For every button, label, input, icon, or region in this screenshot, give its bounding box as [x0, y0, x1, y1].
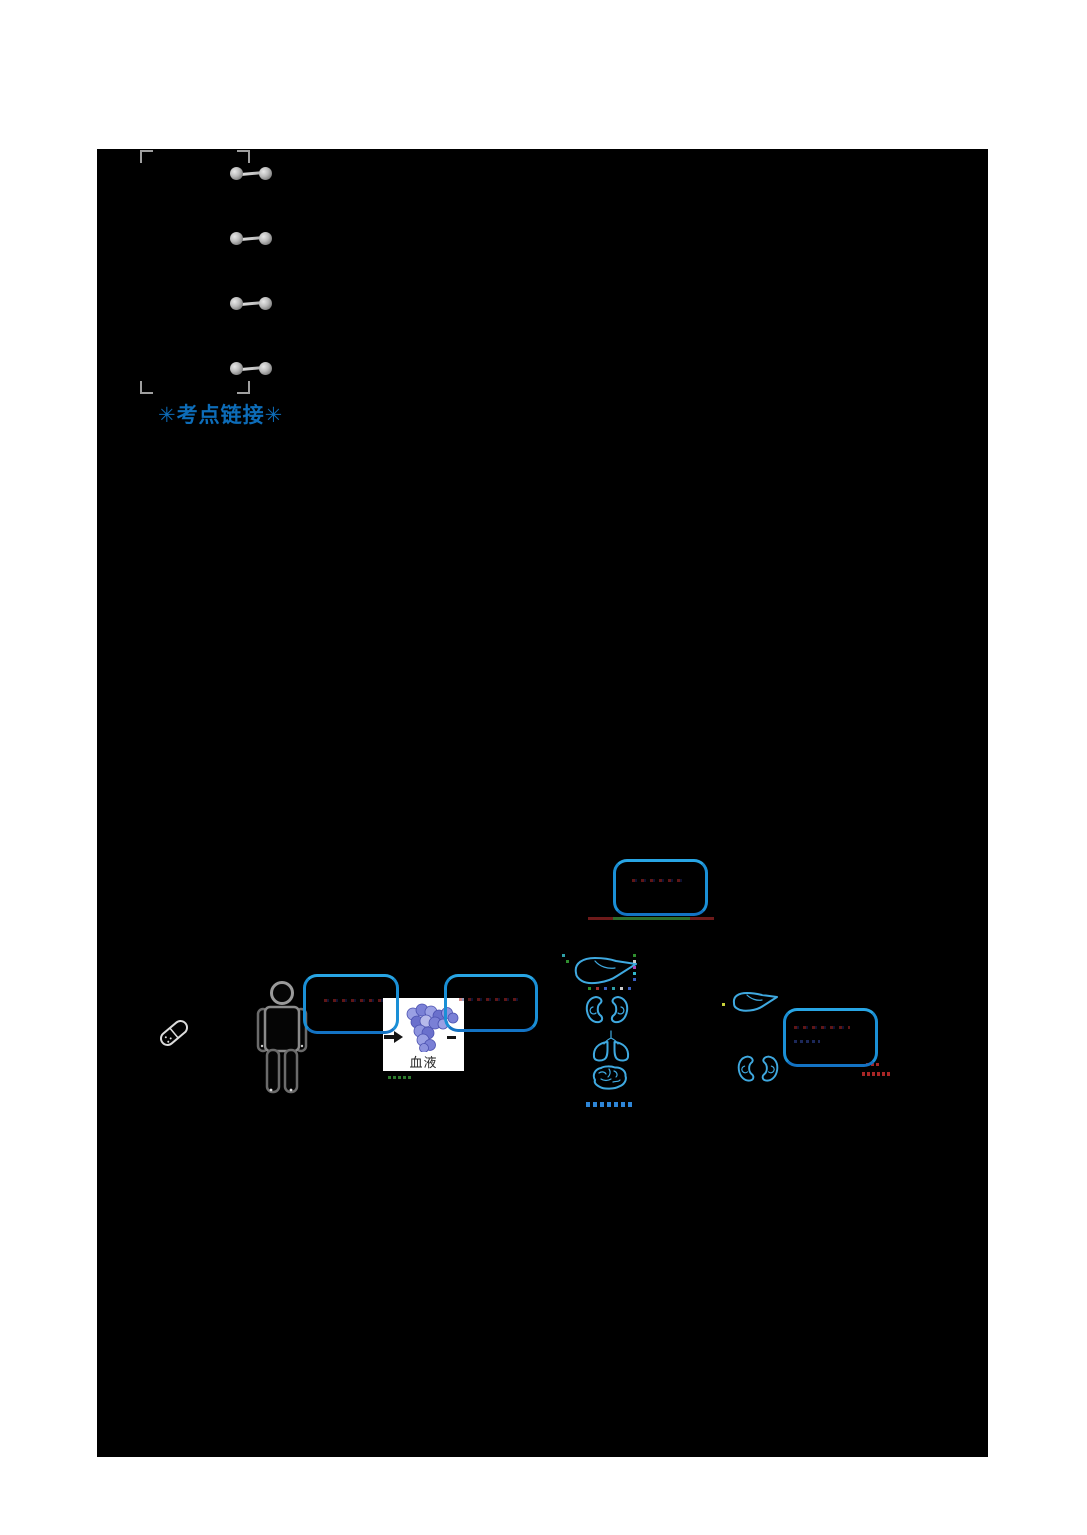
speck — [633, 960, 636, 963]
flow-box-right — [783, 1008, 878, 1067]
blood-label: 血液 — [409, 1056, 438, 1071]
document-page: ✳考点链接✳ — [97, 149, 988, 1457]
underline-green-segment — [613, 917, 690, 920]
ring-hole-icon — [230, 166, 243, 180]
green-underline-mark — [388, 1076, 412, 1079]
kidneys-small-icon — [737, 1055, 779, 1082]
text-remnant — [794, 1026, 850, 1029]
liver-icon — [574, 957, 637, 985]
text-remnant — [459, 998, 521, 1001]
binder-ring — [227, 295, 299, 311]
text-remnant-red — [862, 1072, 890, 1076]
lungs-icon — [592, 1030, 630, 1062]
binder-ring — [227, 165, 299, 181]
capsule-icon — [159, 1020, 189, 1046]
speck — [722, 1003, 725, 1006]
ring-hole-icon — [259, 166, 272, 180]
flow-box-middle — [444, 974, 538, 1032]
arrow-stub — [447, 1036, 456, 1039]
liver-small-icon — [732, 992, 778, 1012]
molecule-icon — [406, 1003, 459, 1052]
section-heading: ✳考点链接✳ — [158, 403, 284, 427]
speck — [633, 972, 636, 975]
speck — [633, 954, 636, 957]
flow-box-top — [613, 859, 708, 916]
corner-mark-bottom-right — [237, 381, 250, 394]
text-remnant — [632, 879, 684, 882]
text-remnant-red — [866, 1063, 881, 1066]
ring-hole-icon — [259, 231, 272, 245]
text-remnant — [586, 1102, 632, 1107]
ring-hole-icon — [230, 231, 243, 245]
speck — [566, 960, 569, 963]
flow-box-left — [303, 974, 399, 1034]
kidneys-icon — [585, 996, 629, 1024]
binder-ring — [227, 230, 299, 246]
ring-hole-icon — [259, 296, 272, 310]
brain-icon — [592, 1065, 627, 1090]
corner-mark-bottom-left — [140, 381, 153, 394]
text-remnant — [794, 1040, 820, 1043]
underline-red-segment — [588, 917, 613, 920]
speck — [633, 978, 636, 981]
person-icon — [256, 981, 308, 1094]
ring-hole-icon — [230, 296, 243, 310]
ring-hole-icon — [230, 361, 243, 375]
speck — [562, 954, 565, 957]
corner-mark-top-right — [237, 150, 250, 163]
text-remnant — [324, 999, 384, 1002]
underline-red-segment — [690, 917, 714, 920]
arrow-right-icon — [384, 1031, 403, 1043]
corner-mark-top-left — [140, 150, 153, 163]
speck — [633, 966, 636, 969]
binder-ring — [227, 360, 299, 376]
ring-hole-icon — [259, 361, 272, 375]
